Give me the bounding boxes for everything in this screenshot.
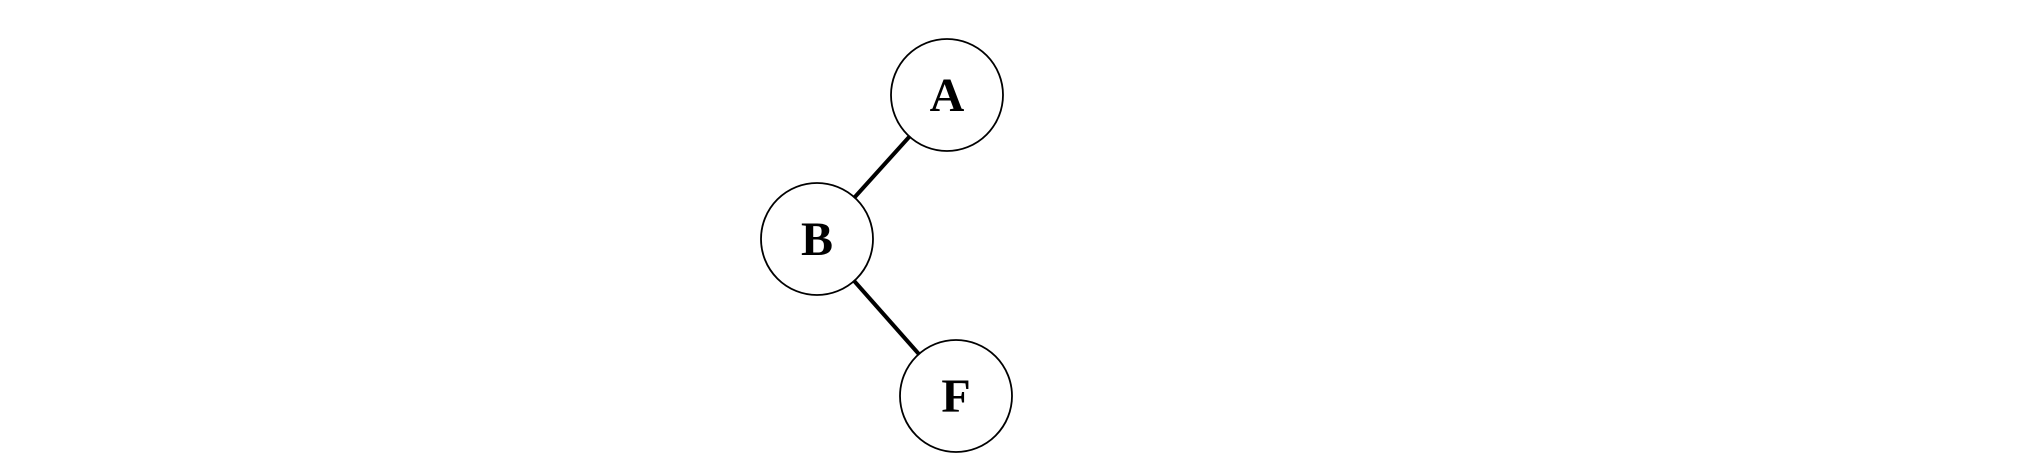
node-F-label: F [941, 370, 970, 423]
node-B-circle [760, 182, 874, 296]
node-B: B [760, 182, 874, 296]
node-F-circle [899, 339, 1013, 453]
node-F: F [899, 339, 1013, 453]
node-B-label: B [801, 213, 833, 266]
node-A-label: A [930, 69, 965, 122]
node-A-circle [890, 38, 1004, 152]
node-A: A [890, 38, 1004, 152]
